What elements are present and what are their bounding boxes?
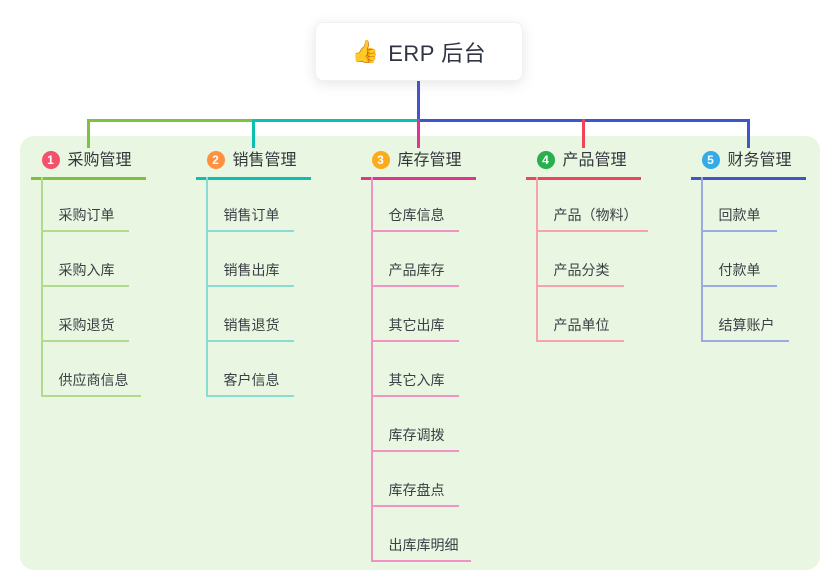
- branch-title[interactable]: 库存管理: [397, 152, 462, 169]
- branch-drop-line: [581, 119, 585, 148]
- branch-spine-line: [535, 177, 538, 342]
- root-node-title: ERP 后台: [388, 40, 487, 66]
- branch-item[interactable]: 采购订单: [58, 207, 115, 223]
- root-stem-line: [417, 81, 420, 122]
- branch-title-underline: [195, 177, 311, 180]
- branch-item-underline: [370, 285, 459, 287]
- branch-item-underline: [535, 285, 624, 287]
- branch-item-underline: [370, 505, 459, 507]
- branch-title[interactable]: 财务管理: [727, 152, 792, 169]
- branch-item-underline: [370, 560, 471, 562]
- branch-title-underline: [525, 177, 641, 180]
- thumbs-up-icon: 👍: [351, 38, 380, 64]
- branch-number-badge: 5: [701, 151, 720, 169]
- branch-item-underline: [205, 230, 294, 232]
- branch-number-badge: 2: [206, 151, 225, 169]
- branch-item-underline: [700, 285, 777, 287]
- branch-item[interactable]: 付款单: [718, 262, 761, 278]
- branch-item-underline: [205, 285, 294, 287]
- branch-item-underline: [40, 285, 129, 287]
- branch-item-underline: [40, 340, 129, 342]
- branch-item[interactable]: 其它出库: [388, 317, 445, 333]
- branch-item[interactable]: 其它入库: [388, 372, 445, 388]
- branch-item-underline: [700, 340, 789, 342]
- branch-item-underline: [40, 395, 141, 397]
- branch-item[interactable]: 结算账户: [718, 317, 775, 333]
- branch-title[interactable]: 产品管理: [562, 152, 627, 169]
- branch-number-badge: 4: [536, 151, 555, 169]
- branch-number-badge: 3: [371, 151, 390, 169]
- branch-drop-line: [746, 119, 750, 148]
- branch-item-underline: [535, 340, 624, 342]
- branch-spine-line: [205, 177, 208, 397]
- branch-item[interactable]: 产品（物料）: [553, 207, 638, 223]
- branch-item-underline: [370, 450, 459, 452]
- root-node[interactable]: 👍 ERP 后台: [315, 22, 523, 81]
- branch-item-underline: [700, 230, 777, 232]
- branch-item[interactable]: 采购退货: [58, 317, 115, 333]
- rail-segment-left: [88, 119, 253, 122]
- branch-number-badge: 1: [41, 151, 60, 169]
- branch-spine-line: [40, 177, 43, 397]
- branch-item-underline: [370, 230, 459, 232]
- branch-item[interactable]: 产品单位: [553, 317, 610, 333]
- branch-title-underline: [360, 177, 476, 180]
- rail-segment-mid: [253, 119, 419, 122]
- branch-item[interactable]: 出库库明细: [388, 537, 459, 553]
- branch-item[interactable]: 销售订单: [223, 207, 280, 223]
- branch-item[interactable]: 仓库信息: [388, 207, 445, 223]
- branch-drop-line: [416, 119, 420, 148]
- branch-drop-line: [251, 119, 255, 148]
- branch-title-underline: [30, 177, 146, 180]
- branch-item[interactable]: 供应商信息: [58, 372, 129, 388]
- branch-drop-line: [86, 119, 90, 148]
- branch-item[interactable]: 销售出库: [223, 262, 280, 278]
- branch-item[interactable]: 客户信息: [223, 372, 280, 388]
- branch-item-underline: [205, 340, 294, 342]
- branch-item[interactable]: 回款单: [718, 207, 761, 223]
- branch-title[interactable]: 采购管理: [67, 152, 132, 169]
- branch-item-underline: [40, 230, 129, 232]
- branches-panel: [20, 136, 820, 570]
- branch-spine-line: [370, 177, 373, 562]
- branch-title[interactable]: 销售管理: [232, 152, 297, 169]
- branch-item[interactable]: 产品库存: [388, 262, 445, 278]
- branch-item-underline: [535, 230, 648, 232]
- branch-item[interactable]: 库存盘点: [388, 482, 445, 498]
- branch-item[interactable]: 销售退货: [223, 317, 280, 333]
- branch-title-underline: [690, 177, 806, 180]
- branch-item[interactable]: 采购入库: [58, 262, 115, 278]
- branch-item-underline: [370, 395, 459, 397]
- branch-item[interactable]: 库存调拨: [388, 427, 445, 443]
- branch-item-underline: [205, 395, 294, 397]
- branch-item[interactable]: 产品分类: [553, 262, 610, 278]
- branch-spine-line: [700, 177, 703, 342]
- branch-item-underline: [370, 340, 459, 342]
